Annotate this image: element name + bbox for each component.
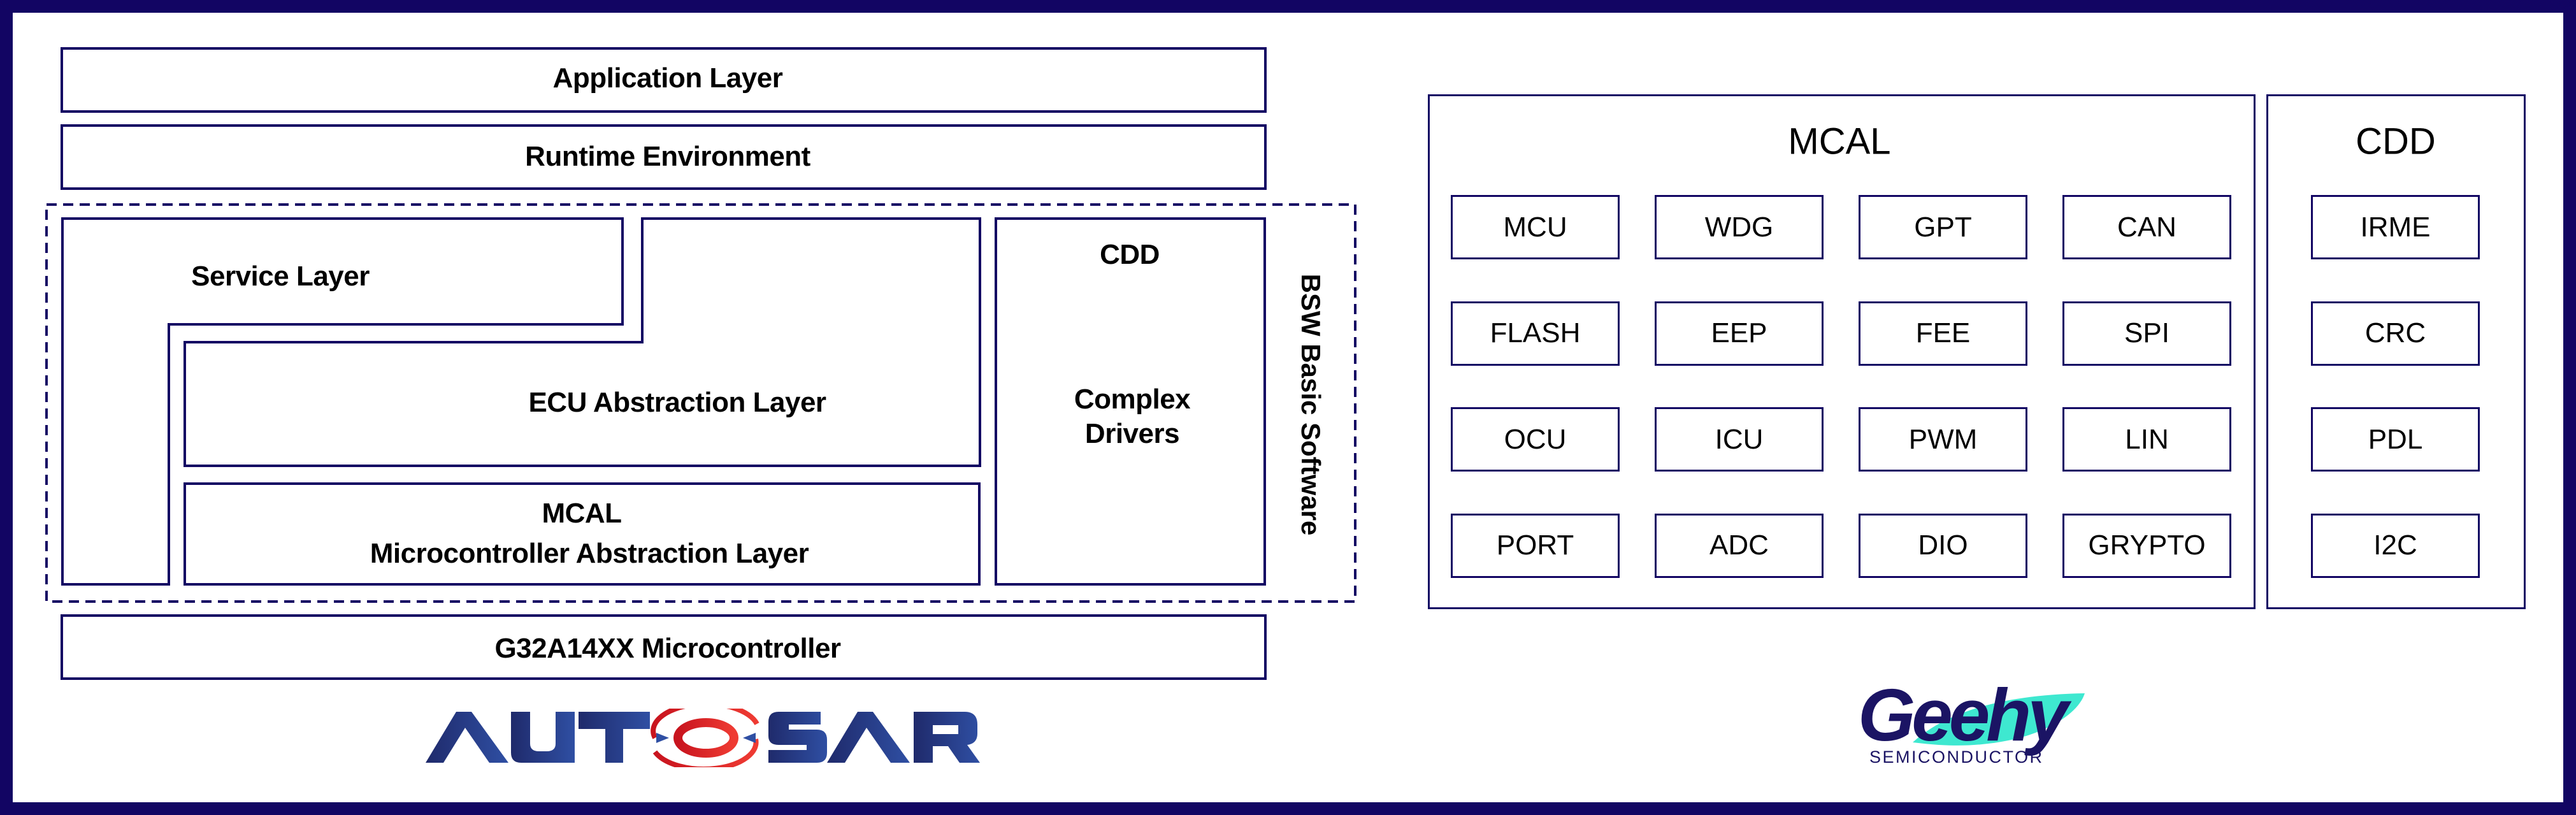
autosar-letter-a2 [827, 712, 910, 763]
mcal-module-label: OCU [1504, 424, 1567, 455]
application-layer-box [61, 47, 1267, 113]
mcal-module-wdg [1655, 195, 1824, 259]
runtime-environment-label: Runtime Environment [525, 141, 810, 172]
mcal-layer-long-label: Microcontroller Abstraction Layer [370, 538, 809, 569]
complex-drivers-line1: Complex [1074, 384, 1191, 415]
mcal-module-label: ICU [1715, 424, 1764, 455]
cdd-module-label: CRC [2364, 317, 2426, 349]
mcal-module-label: DIO [1918, 530, 1968, 561]
geehy-swoosh [1913, 693, 2085, 746]
mcal-module-adc [1655, 514, 1824, 578]
mcal-module-lin [2062, 407, 2231, 472]
mcal-panel-title: MCAL [1788, 120, 1891, 162]
complex-drivers-line2: Drivers [1084, 418, 1180, 449]
cdd-module-pdl [2311, 407, 2480, 472]
cdd-panel-title: CDD [2356, 120, 2436, 162]
bsw-basic-software-label: BSW Basic Software [1296, 273, 1326, 536]
mcal-module-label: FEE [1915, 317, 1971, 349]
cdd-title-label: CDD [1100, 239, 1160, 270]
geehy-wordmark: Geehy [1858, 682, 2072, 756]
cdd-module-label: IRME [2360, 212, 2431, 243]
mcal-module-eep [1655, 301, 1824, 366]
mcal-module-label: SPI [2124, 317, 2169, 349]
cdd-module-irme [2311, 195, 2480, 259]
microcontroller-box [61, 614, 1267, 680]
cdd-module-label: I2C [2373, 530, 2417, 561]
mcal-module-label: ADC [1709, 530, 1769, 561]
autosar-letter-s [768, 712, 827, 763]
mcal-module-label: PWM [1908, 424, 1978, 455]
service-layer-label: Service Layer [191, 261, 370, 292]
autosar-letter-t [579, 712, 650, 763]
mcal-module-can [2062, 195, 2231, 259]
mcal-module-label: WDG [1704, 212, 1774, 243]
mcal-module-label: FLASH [1490, 317, 1581, 349]
mcal-module-mcu [1451, 195, 1620, 259]
autosar-letter-a1 [426, 712, 508, 763]
mcal-module-label: MCU [1503, 212, 1567, 243]
mcal-module-pwm [1859, 407, 2027, 472]
mcal-module-spi [2062, 301, 2231, 366]
mcal-module-flash [1451, 301, 1620, 366]
mcal-layer-box [183, 482, 981, 586]
cdd-module-i2c [2311, 514, 2480, 578]
mcal-module-icu [1655, 407, 1824, 472]
mcal-module-label: EEP [1711, 317, 1767, 349]
runtime-environment-box [61, 124, 1267, 190]
autosar-letter-u [511, 712, 575, 763]
mcal-module-ocu [1451, 407, 1620, 472]
mcal-module-label: GPT [1914, 212, 1972, 243]
mcal-module-dio [1859, 514, 2027, 578]
mcal-module-label: PORT [1496, 530, 1574, 561]
cdd-module-label: PDL [2368, 424, 2423, 455]
application-layer-label: Application Layer [552, 62, 783, 94]
mcal-layer-short-label: MCAL [542, 498, 622, 529]
autosar-letter-r [914, 712, 980, 763]
cdd-module-crc [2311, 301, 2480, 366]
mcal-module-label: GRYPTO [2088, 530, 2206, 561]
mcal-module-gpt [1859, 195, 2027, 259]
geehy-tagline: SEMICONDUCTOR [1869, 747, 2044, 766]
mcal-module-label: CAN [2117, 212, 2177, 243]
ecu-abstraction-layer-label: ECU Abstraction Layer [528, 387, 826, 418]
cdd-complex-drivers-box [995, 217, 1266, 586]
mcal-module-label: LIN [2125, 424, 2169, 455]
autosar-logo [426, 709, 980, 767]
autosar-letter-o-rings [651, 709, 759, 767]
mcal-module-port [1451, 514, 1620, 578]
geehy-logo: Geehy SEMICONDUCTOR [1858, 682, 2085, 766]
microcontroller-label: G32A14XX Microcontroller [494, 633, 841, 664]
mcal-module-fee [1859, 301, 2027, 366]
mcal-module-grypto [2062, 514, 2231, 578]
